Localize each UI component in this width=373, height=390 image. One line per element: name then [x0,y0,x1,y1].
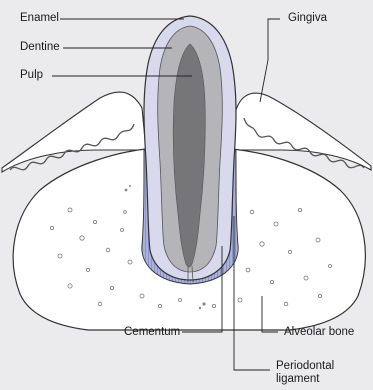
label-dentine: Dentine [20,41,60,54]
label-enamel: Enamel [20,12,59,25]
label-alveolar-bone: Alveolar bone [284,326,354,339]
label-periodontal-ligament: Periodontal ligament [276,360,346,386]
label-periodontal-ligament-line1: Periodontal [276,360,346,373]
label-gingiva: Gingiva [288,12,327,25]
label-periodontal-ligament-line2: ligament [276,373,346,386]
label-pulp: Pulp [20,69,43,82]
label-cementum: Cementum [124,326,180,339]
